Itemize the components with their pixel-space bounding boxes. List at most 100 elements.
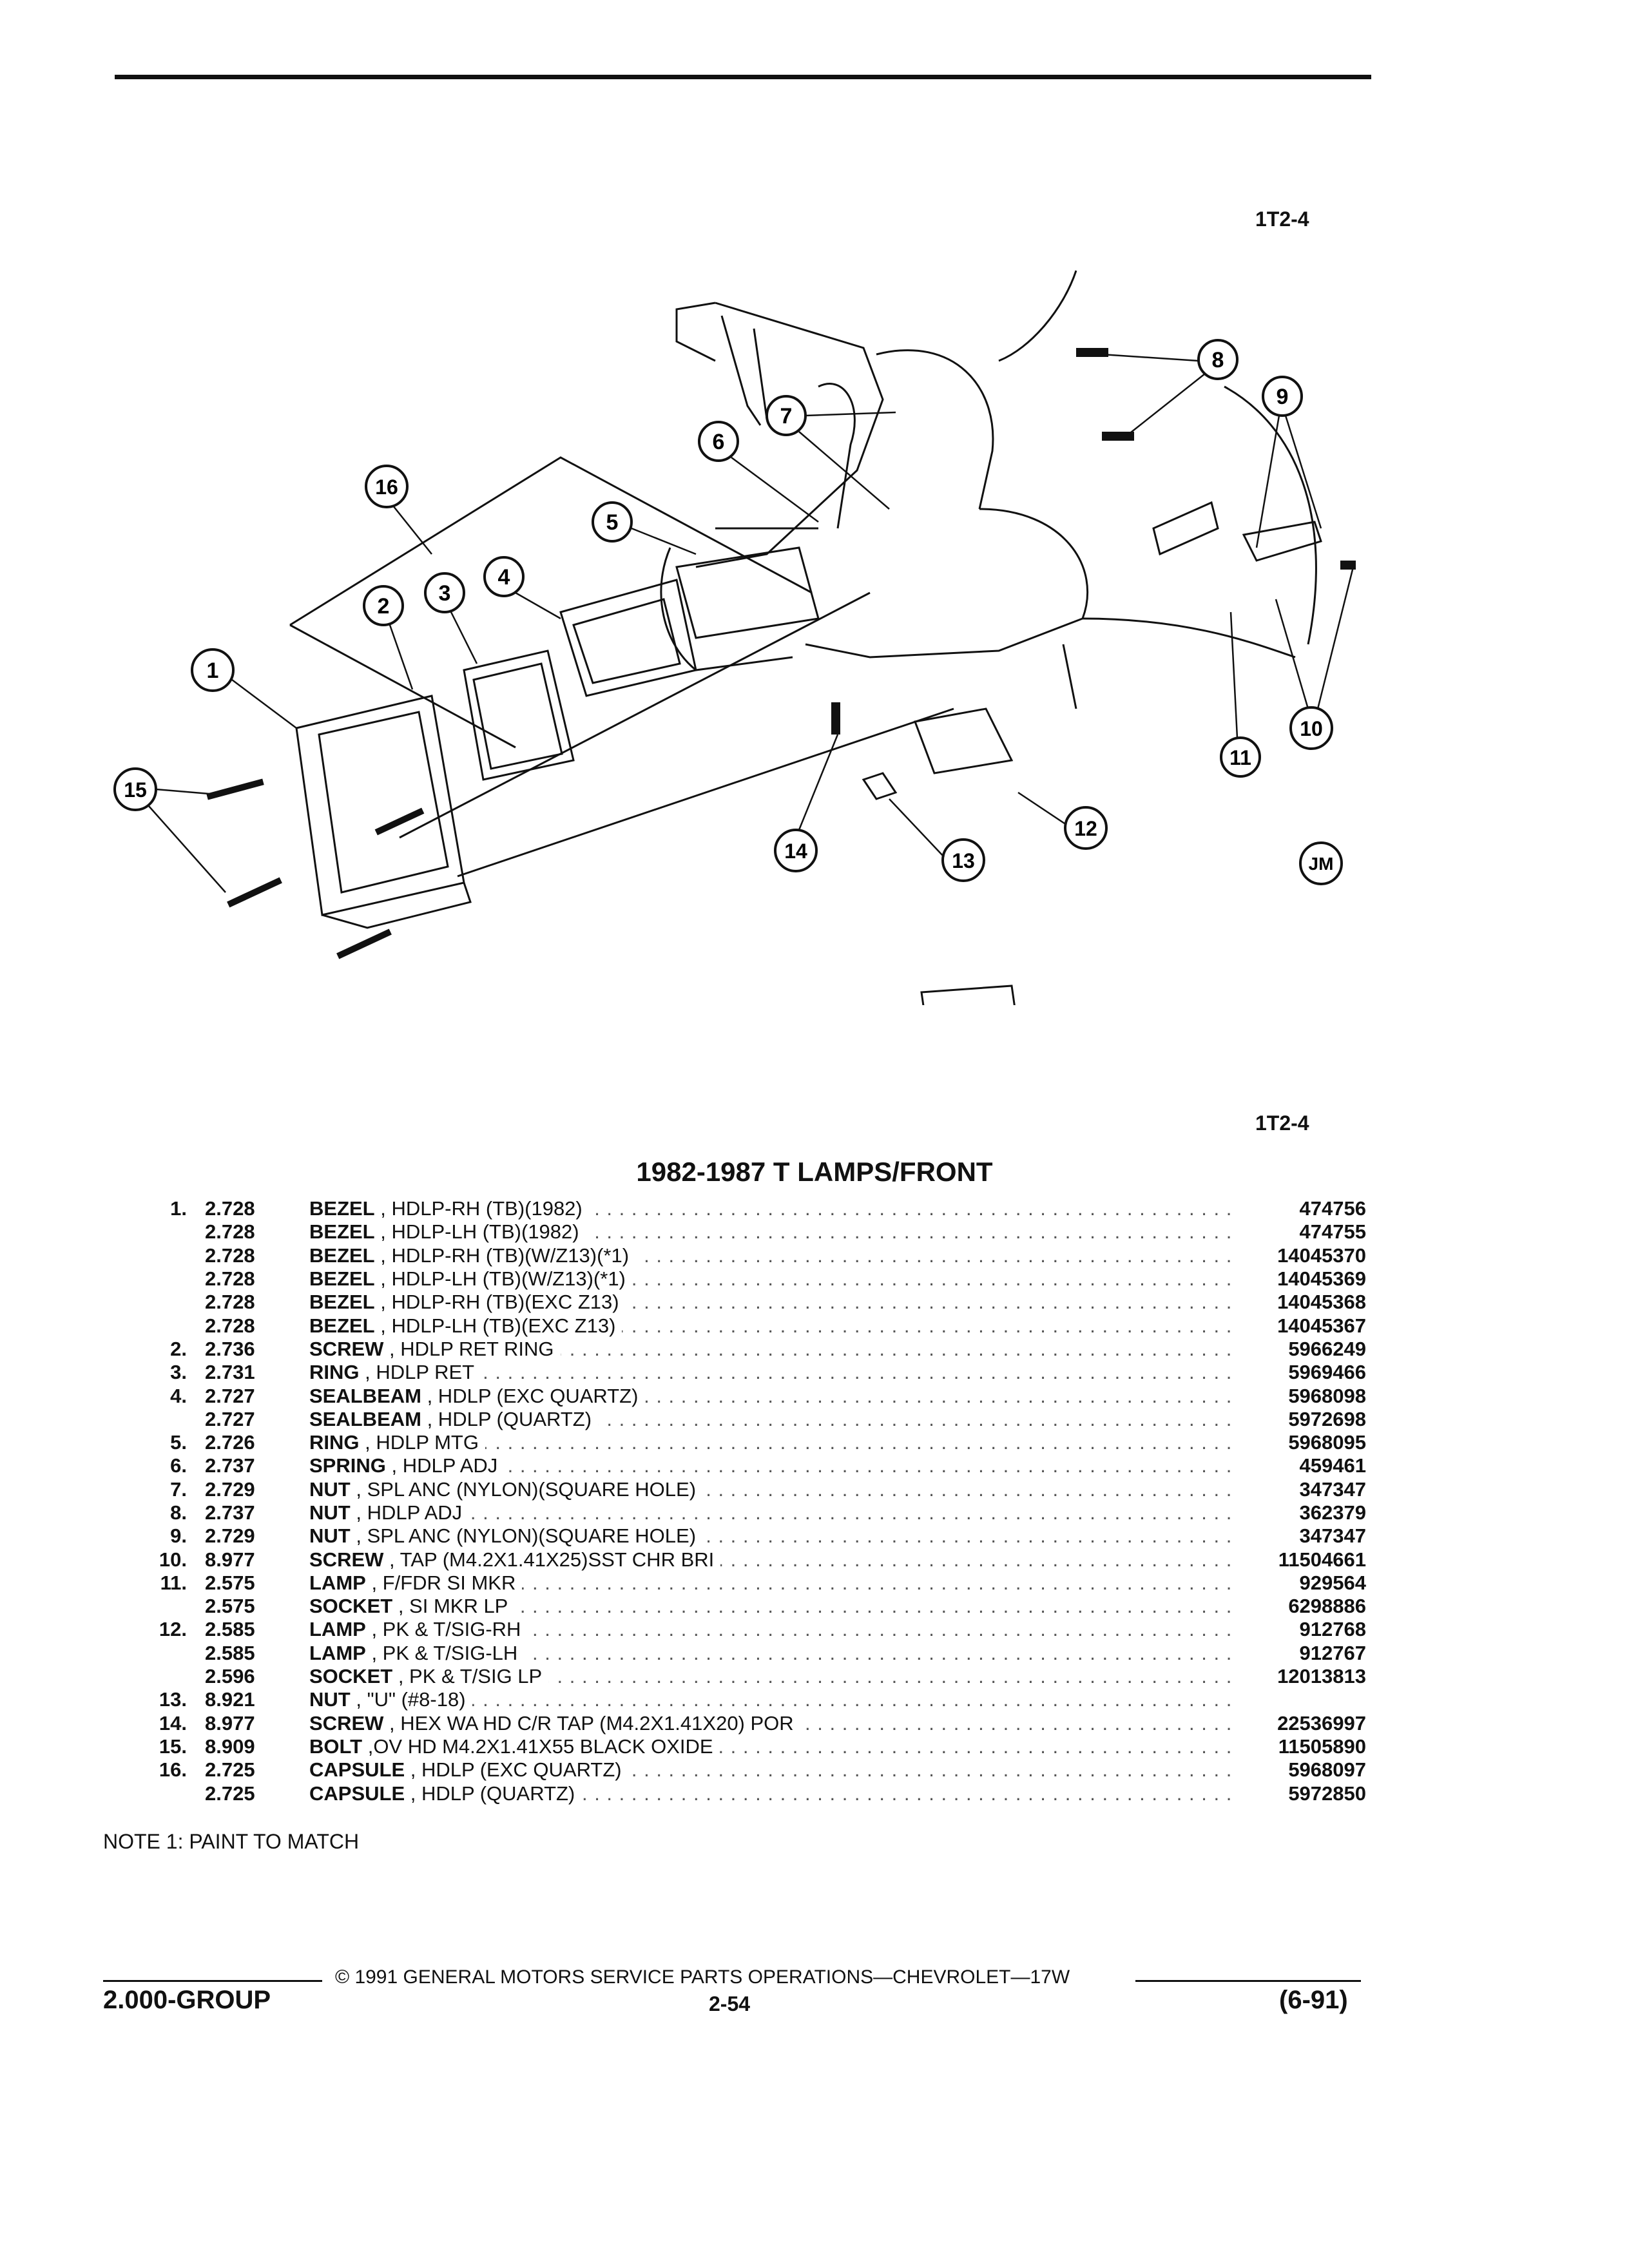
callout-6: 6 xyxy=(698,421,739,462)
part-number: 912768 xyxy=(1299,1618,1366,1641)
group-number: 2.729 xyxy=(205,1524,255,1548)
callout-10: 10 xyxy=(1289,706,1333,750)
part-name: BOLT xyxy=(309,1735,363,1758)
callout-13: 13 xyxy=(941,838,985,882)
part-name: NUT xyxy=(309,1524,351,1548)
page-number: 2-54 xyxy=(709,1992,751,2015)
svg-text:15: 15 xyxy=(124,778,147,802)
part-number: 929564 xyxy=(1299,1571,1366,1594)
item-number: 6. xyxy=(170,1454,187,1477)
group-number: 8.921 xyxy=(205,1688,255,1711)
part-detail: , PK & T/SIG-LH xyxy=(371,1641,518,1664)
part-description: SCREW , HEX WA HD C/R TAP (M4.2X1.41X20)… xyxy=(309,1711,1237,1735)
part-description: BEZEL , HDLP-LH (TB)(1982) xyxy=(309,1220,1237,1244)
part-description: NUT , HDLP ADJ xyxy=(309,1501,1237,1524)
svg-text:12: 12 xyxy=(1074,817,1097,840)
part-name: SPRING xyxy=(309,1454,386,1477)
parts-row: 12. 2.585 LAMP , PK & T/SIG-RH 912768 xyxy=(97,1618,1366,1641)
part-description: CAPSULE , HDLP (EXC QUARTZ) xyxy=(309,1758,1237,1782)
part-number: 5972850 xyxy=(1288,1782,1366,1805)
part-number: 5968098 xyxy=(1288,1384,1366,1407)
part-number: 474756 xyxy=(1299,1197,1366,1220)
part-name: NUT xyxy=(309,1501,351,1524)
part-description: NUT , SPL ANC (NYLON)(SQUARE HOLE) xyxy=(309,1524,1237,1548)
part-number: 12013813 xyxy=(1277,1665,1366,1688)
part-description: BEZEL , HDLP-LH (TB)(W/Z13)(*1) xyxy=(309,1267,1237,1291)
part-name: CAPSULE xyxy=(309,1758,405,1782)
part-name: BEZEL xyxy=(309,1244,375,1267)
svg-text:2: 2 xyxy=(378,594,390,619)
item-number: 10. xyxy=(159,1548,187,1571)
part-detail: , PK & T/SIG-RH xyxy=(371,1618,521,1641)
group-number: 2.731 xyxy=(205,1361,255,1384)
part-number: 6298886 xyxy=(1288,1595,1366,1618)
item-number: 12. xyxy=(159,1618,187,1641)
group-number: 2.736 xyxy=(205,1337,255,1360)
part-detail: , HDLP ADJ xyxy=(391,1454,498,1477)
item-number: 13. xyxy=(159,1688,187,1711)
item-number: 15. xyxy=(159,1735,187,1758)
svg-text:5: 5 xyxy=(606,510,619,535)
part-name: LAMP xyxy=(309,1641,366,1664)
part-description: NUT , "U" (#8-18) xyxy=(309,1688,1237,1711)
parts-row: 2.728 BEZEL , HDLP-LH (TB)(EXC Z13) 140453… xyxy=(97,1314,1366,1338)
part-description: SPRING , HDLP ADJ xyxy=(309,1454,1237,1477)
group-number: 2.728 xyxy=(205,1291,255,1314)
part-name: RING xyxy=(309,1361,360,1384)
group-number: 2.727 xyxy=(205,1384,255,1407)
diagram-fasteners xyxy=(206,348,1356,959)
part-description: LAMP , F/FDR SI MKR xyxy=(309,1571,1237,1595)
part-name: BEZEL xyxy=(309,1267,375,1291)
part-number: 5966249 xyxy=(1288,1337,1366,1360)
part-detail: , HDLP RET xyxy=(365,1361,475,1384)
part-detail: , HDLP ADJ xyxy=(356,1501,463,1524)
part-description: SOCKET , PK & T/SIG LP xyxy=(309,1665,1237,1688)
part-description: BOLT ,OV HD M4.2X1.41X55 BLACK OXIDE xyxy=(309,1735,1237,1758)
svg-text:JM: JM xyxy=(1309,854,1334,874)
part-detail: , HDLP-RH (TB)(EXC Z13) xyxy=(380,1291,619,1314)
part-name: SEALBEAM xyxy=(309,1407,421,1430)
svg-text:13: 13 xyxy=(952,849,975,872)
callout-5: 5 xyxy=(592,501,633,543)
group-number: 2.725 xyxy=(205,1758,255,1782)
callout-16: 16 xyxy=(365,465,409,508)
part-number: 5968095 xyxy=(1288,1431,1366,1454)
part-number: 14045369 xyxy=(1277,1267,1366,1291)
group-number: 2.728 xyxy=(205,1314,255,1337)
part-name: BEZEL xyxy=(309,1220,375,1244)
group-number: 2.727 xyxy=(205,1407,255,1430)
parts-list-title: 1982-1987 T LAMPS/FRONT xyxy=(636,1157,993,1187)
part-detail: , HDLP RET RING xyxy=(389,1337,554,1360)
part-number: 347347 xyxy=(1299,1524,1366,1548)
part-detail: , SI MKR LP xyxy=(398,1595,508,1618)
part-detail: , HDLP-LH (TB)(W/Z13)(*1) xyxy=(380,1267,626,1291)
part-detail: , F/FDR SI MKR xyxy=(371,1571,516,1594)
item-number: 3. xyxy=(170,1361,187,1384)
part-number: 11505890 xyxy=(1278,1735,1366,1758)
item-number: 11. xyxy=(160,1571,187,1594)
parts-row: 13. 8.921 NUT , "U" (#8-18) xyxy=(97,1688,1366,1711)
group-number: 2.575 xyxy=(205,1571,255,1594)
part-name: LAMP xyxy=(309,1618,366,1641)
part-description: LAMP , PK & T/SIG-RH xyxy=(309,1618,1237,1641)
part-number: 14045367 xyxy=(1277,1314,1366,1337)
part-description: BEZEL , HDLP-LH (TB)(EXC Z13) xyxy=(309,1314,1237,1338)
part-detail: , PK & T/SIG LP xyxy=(398,1665,543,1688)
mark-jm: JM xyxy=(1299,841,1343,885)
part-detail: , HDLP-LH (TB)(1982) xyxy=(380,1220,579,1244)
item-number: 9. xyxy=(170,1524,187,1548)
parts-row: 9. 2.729 NUT , SPL ANC (NYLON)(SQUARE HOLE… xyxy=(97,1524,1366,1548)
item-number: 5. xyxy=(170,1431,187,1454)
group-number: 2.585 xyxy=(205,1618,255,1641)
callout-3: 3 xyxy=(424,572,465,613)
part-description: CAPSULE , HDLP (QUARTZ) xyxy=(309,1782,1237,1805)
part-description: BEZEL , HDLP-RH (TB)(1982) xyxy=(309,1197,1237,1220)
